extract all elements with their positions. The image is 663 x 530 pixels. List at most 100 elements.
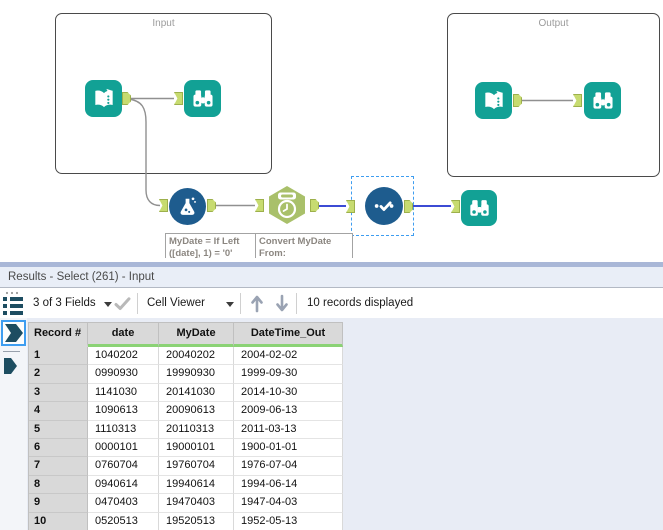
up-arrow-icon[interactable] xyxy=(250,294,264,313)
formula-tool[interactable] xyxy=(169,188,206,225)
input-anchor-browse-1[interactable] xyxy=(174,92,183,105)
cell-viewer-dropdown[interactable]: Cell Viewer xyxy=(147,297,205,309)
record-number-cell[interactable]: 3 xyxy=(29,383,88,403)
table-cell[interactable]: 0990930 xyxy=(88,365,159,384)
table-cell[interactable]: 1952-05-13 xyxy=(234,512,343,530)
input-anchor-browse-3[interactable] xyxy=(451,200,460,213)
results-title-bar: Results - Select (261) - Input xyxy=(0,267,663,288)
container-input-label: Input xyxy=(152,18,175,29)
table-cell[interactable]: 2004-02-02 xyxy=(234,347,343,366)
table-cell[interactable]: 0470403 xyxy=(88,494,159,513)
table-cell[interactable]: 1999-09-30 xyxy=(234,365,343,384)
records-displayed-label: 10 records displayed xyxy=(307,297,414,309)
table-cell[interactable]: 0760704 xyxy=(88,457,159,476)
record-number-cell[interactable]: 1 xyxy=(29,347,88,366)
table-cell[interactable]: 1110313 xyxy=(88,420,159,439)
output-anchor-input-data-2[interactable] xyxy=(513,94,522,107)
table-cell[interactable]: 19940614 xyxy=(159,475,234,495)
binoculars-icon xyxy=(592,91,613,109)
table-cell[interactable]: 20110313 xyxy=(159,420,234,439)
results-toolbar: 3 of 3 Fields Cell Viewer 10 records dis… xyxy=(0,289,663,318)
browse-tool-1[interactable] xyxy=(184,80,221,117)
table-cell[interactable]: 2009-06-13 xyxy=(234,402,343,421)
table-cell[interactable]: 20141030 xyxy=(159,383,234,403)
record-number-cell[interactable]: 10 xyxy=(29,512,88,530)
anchor-glyph-icon xyxy=(4,358,17,374)
table-cell[interactable]: 20040202 xyxy=(159,347,234,366)
input-anchor-datetime[interactable] xyxy=(255,199,264,212)
datetime-tool[interactable] xyxy=(265,184,309,226)
column-header[interactable]: MyDate xyxy=(159,323,234,347)
table-cell[interactable]: 2011-03-13 xyxy=(234,420,343,439)
down-arrow-icon[interactable] xyxy=(275,294,289,313)
drag-dots-icon xyxy=(5,291,19,295)
record-number-cell[interactable]: 8 xyxy=(29,475,88,495)
record-number-cell[interactable]: 9 xyxy=(29,494,88,513)
table-cell[interactable]: 1994-06-14 xyxy=(234,475,343,495)
record-number-cell[interactable]: 6 xyxy=(29,438,88,458)
input-data-tool-2[interactable] xyxy=(475,82,512,119)
record-number-cell[interactable]: 7 xyxy=(29,457,88,476)
output-anchor-datetime[interactable] xyxy=(310,199,319,212)
table-cell[interactable]: 1947-04-03 xyxy=(234,494,343,513)
column-header[interactable]: date xyxy=(88,323,159,347)
browse-tool-2[interactable] xyxy=(584,82,621,119)
browse-tool-3[interactable] xyxy=(461,190,497,226)
table-cell[interactable]: 1141030 xyxy=(88,383,159,403)
annotation-line: Convert MyDate xyxy=(259,236,332,247)
table-cell[interactable]: 1976-07-04 xyxy=(234,457,343,476)
record-number-cell[interactable]: 5 xyxy=(29,420,88,439)
select-tool[interactable] xyxy=(365,187,403,225)
input-anchor-formula[interactable] xyxy=(159,199,168,212)
table-cell[interactable]: 1040202 xyxy=(88,347,159,366)
anchor-button-selected[interactable] xyxy=(1,320,26,346)
fields-dropdown[interactable]: 3 of 3 Fields xyxy=(33,297,96,309)
output-anchor-input-data-1[interactable] xyxy=(122,92,131,105)
input-anchor-select[interactable] xyxy=(346,200,355,213)
datetime-annotation[interactable]: Convert MyDate From: xyxy=(255,233,353,258)
input-anchor-browse-2[interactable] xyxy=(573,94,582,107)
table-cell[interactable]: 2014-10-30 xyxy=(234,383,343,403)
record-number-cell[interactable]: 4 xyxy=(29,402,88,421)
table-cell[interactable]: 19000101 xyxy=(159,438,234,458)
table-cell[interactable]: 1090613 xyxy=(88,402,159,421)
formula-annotation[interactable]: MyDate = If Left ([date], 1) = '0' xyxy=(165,233,256,258)
toolbar-separator xyxy=(240,293,241,314)
anchor-glyph-icon xyxy=(4,324,23,342)
table-cell[interactable]: 19520513 xyxy=(159,512,234,530)
output-anchor-formula[interactable] xyxy=(207,199,216,212)
record-number-cell[interactable]: 2 xyxy=(29,365,88,384)
column-header[interactable]: DateTime_Out xyxy=(234,323,343,347)
table-cell[interactable]: 1900-01-01 xyxy=(234,438,343,458)
chevron-down-icon[interactable] xyxy=(104,302,112,307)
anchor-strip xyxy=(0,318,27,530)
table-cell[interactable]: 19990930 xyxy=(159,365,234,384)
table-cell[interactable]: 19760704 xyxy=(159,457,234,476)
list-icon[interactable] xyxy=(3,296,23,315)
panel-splitter[interactable] xyxy=(0,262,663,267)
table-cell[interactable]: 19470403 xyxy=(159,494,234,513)
table-cell[interactable]: 20090613 xyxy=(159,402,234,421)
table-cell[interactable]: 0940614 xyxy=(88,475,159,495)
table-header-row: Record # date MyDate DateTime_Out xyxy=(29,323,343,347)
input-data-tool-1[interactable] xyxy=(85,80,122,117)
table-cell[interactable]: 0520513 xyxy=(88,512,159,530)
table-cell[interactable]: 0000101 xyxy=(88,438,159,458)
workflow-canvas[interactable]: Input Output xyxy=(0,0,663,258)
results-title: Results - Select (261) - Input xyxy=(8,271,155,283)
check-icon[interactable] xyxy=(114,297,131,311)
chevron-down-icon[interactable] xyxy=(226,302,234,307)
open-book-icon xyxy=(94,88,113,107)
column-header[interactable]: Record # xyxy=(29,323,88,347)
container-output-label: Output xyxy=(538,18,569,29)
output-anchor-select[interactable] xyxy=(404,200,413,213)
anchor-button-2[interactable] xyxy=(3,357,19,375)
